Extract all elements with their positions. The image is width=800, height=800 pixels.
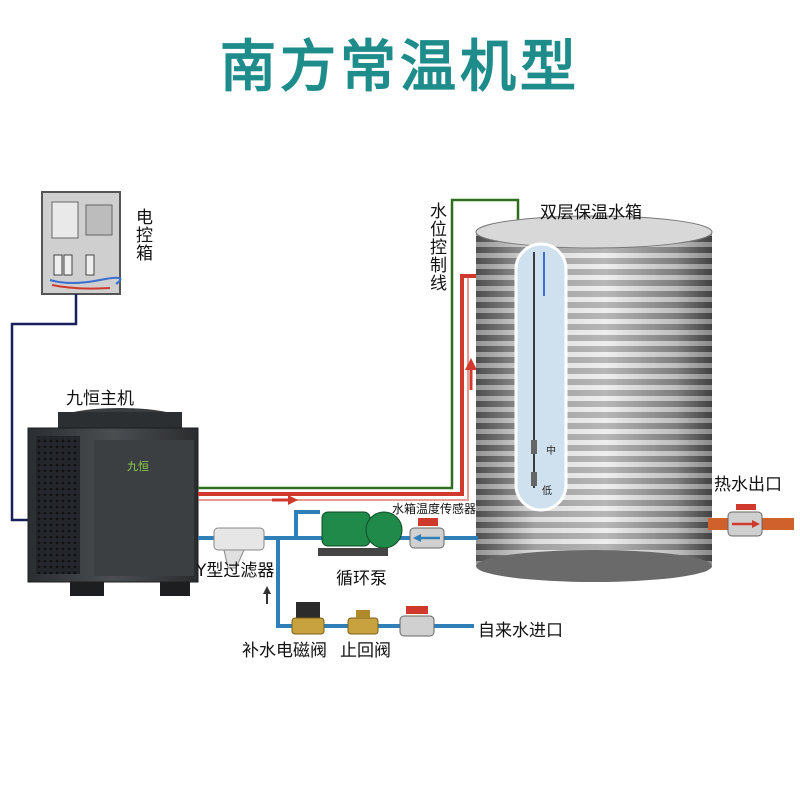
level-low-label: 低 bbox=[542, 484, 552, 497]
control-cable bbox=[10, 294, 78, 522]
solenoid-valve-label: 补水电磁阀 bbox=[242, 641, 327, 661]
makeup-solenoid-valve bbox=[291, 602, 325, 635]
circulation-pump bbox=[318, 511, 403, 556]
hot-water-outlet-label: 热水出口 bbox=[714, 475, 782, 495]
level-mid-label: 中 bbox=[546, 444, 556, 457]
water-level-control-line bbox=[198, 198, 520, 490]
hot-water-outlet-pipe bbox=[708, 504, 794, 537]
hot-water-supply-pipe bbox=[198, 274, 482, 501]
y-filter bbox=[213, 527, 265, 569]
flow-arrow-up-makeup bbox=[263, 586, 271, 604]
page-title: 南方常温机型 bbox=[220, 35, 580, 100]
heat-pump-unit bbox=[27, 408, 199, 596]
check-valve-label: 止回阀 bbox=[340, 641, 391, 661]
main-unit-label: 九恒主机 bbox=[66, 389, 134, 409]
control-box-label: 电控箱 bbox=[132, 208, 152, 262]
pump-label: 循环泵 bbox=[336, 569, 387, 589]
temp-sensor-valve bbox=[409, 518, 445, 549]
temp-sensor-label: 水箱温度传感器 bbox=[392, 502, 477, 516]
water-level-line-label: 水位控制线 bbox=[426, 202, 446, 292]
check-valve bbox=[347, 610, 379, 635]
y-filter-label: Y型过滤器 bbox=[196, 561, 275, 581]
flow-arrow-up bbox=[465, 358, 477, 390]
tap-water-inlet-label: 自来水进口 bbox=[478, 621, 563, 641]
tank-label: 双层保温水箱 bbox=[540, 203, 642, 223]
inlet-ball-valve bbox=[399, 606, 435, 637]
control-box bbox=[41, 191, 122, 295]
flow-arrow-right bbox=[272, 495, 298, 505]
unit-logo: 九恒 bbox=[127, 460, 149, 473]
insulated-water-tank bbox=[475, 215, 713, 582]
